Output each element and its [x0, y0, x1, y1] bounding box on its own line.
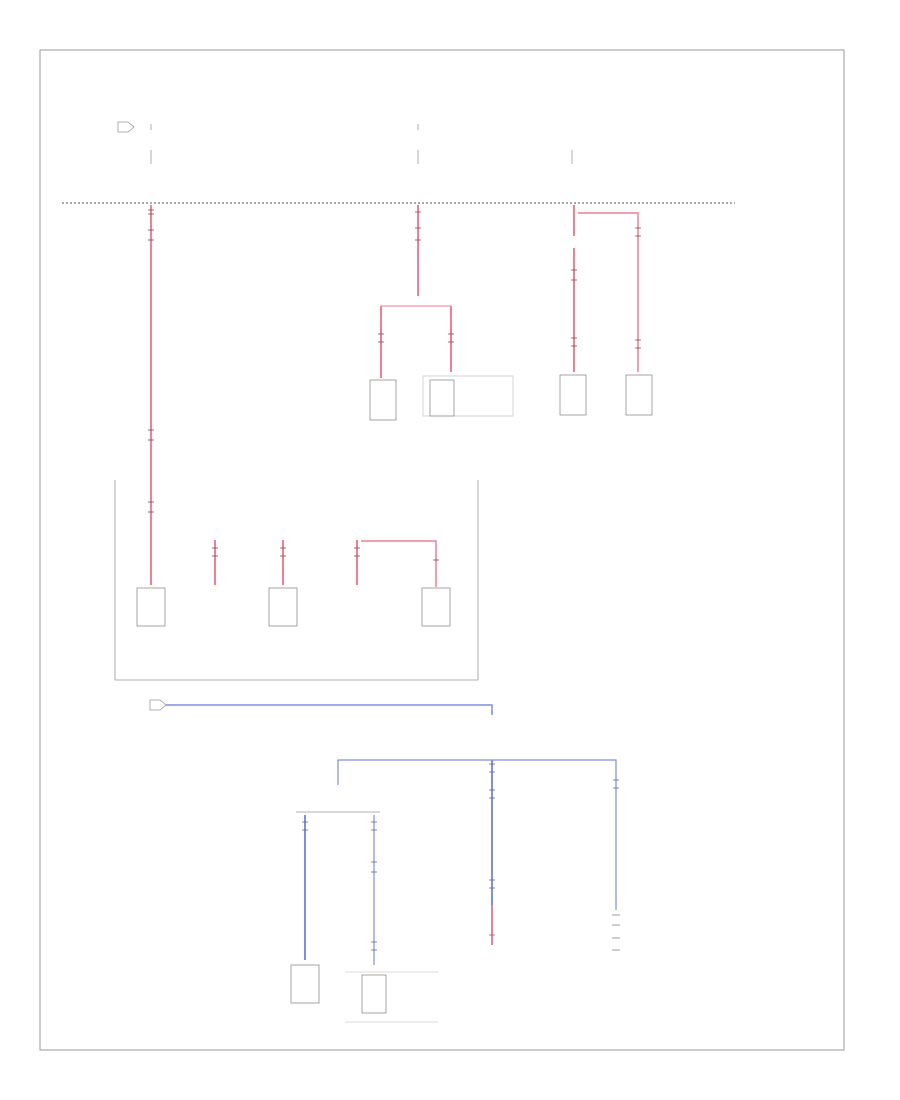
solenoid-1 [136, 587, 166, 627]
solenoid-5 [421, 587, 451, 627]
bottom-power-source [149, 699, 167, 711]
diagram-frame [39, 49, 845, 1051]
component-4 [625, 374, 653, 416]
solenoid-3 [268, 587, 298, 627]
blue-wires [166, 704, 617, 965]
bottom-component-1 [290, 964, 320, 1004]
connector-marks-top [148, 209, 641, 561]
top-power-source [117, 121, 135, 133]
bottom-component-2 [345, 971, 438, 1023]
connector-marks-bottom [302, 763, 619, 951]
component-1 [369, 379, 397, 421]
bottom-right-pins [612, 914, 620, 951]
component-2 [422, 375, 514, 417]
solenoid-group-box [114, 480, 479, 681]
component-3 [559, 374, 587, 416]
red-wires [150, 205, 639, 587]
